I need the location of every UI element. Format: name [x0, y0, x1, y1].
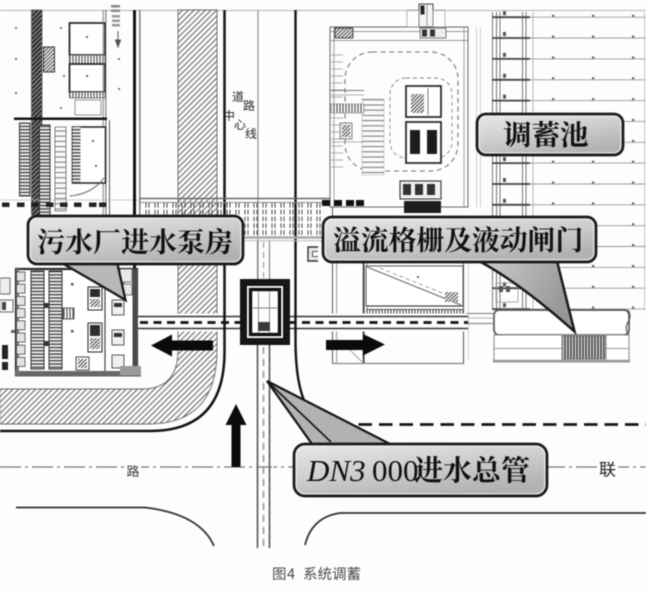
svg-text:DN3: DN3 [306, 453, 366, 488]
svg-text:000: 000 [372, 453, 419, 488]
